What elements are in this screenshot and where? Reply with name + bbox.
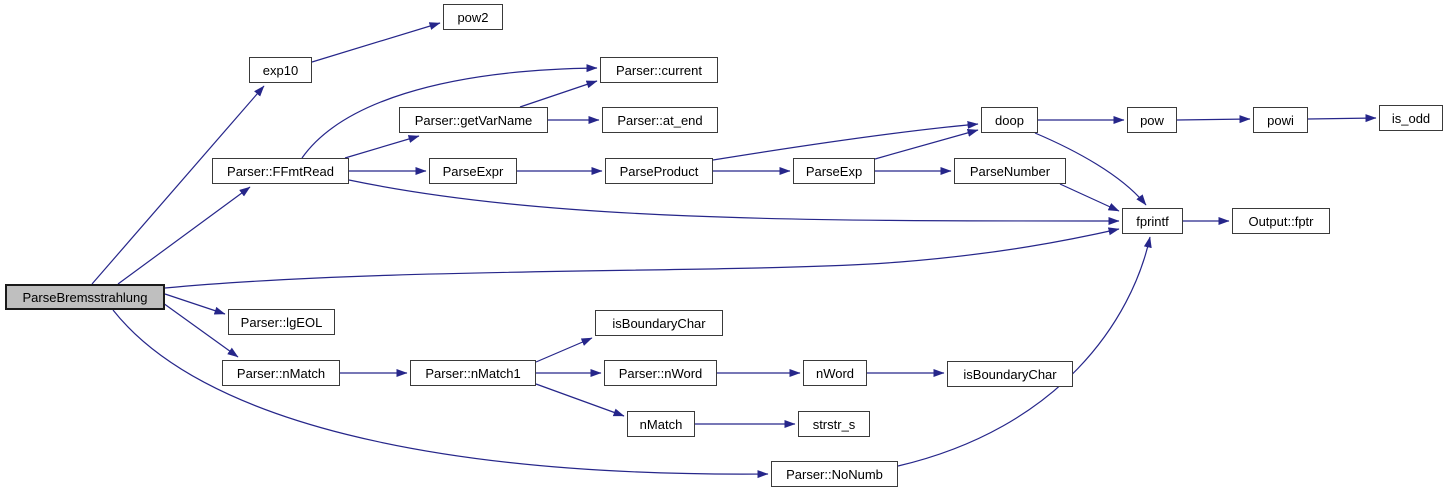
node-isboundarychar-1[interactable]: isBoundaryChar <box>595 310 723 336</box>
node-is-odd[interactable]: is_odd <box>1379 105 1443 131</box>
node-isboundarychar-2[interactable]: isBoundaryChar <box>947 361 1073 387</box>
edge-parser-ffmtread-to-parser-getvarname <box>344 135 420 159</box>
node-nword[interactable]: nWord <box>803 360 867 386</box>
edge-parser-nonumb-to-fprintf <box>897 236 1152 467</box>
edge-parsebremsstrahlung-to-parser-ffmtread <box>117 186 251 285</box>
node-pow2[interactable]: pow2 <box>443 4 503 30</box>
edge-powi-to-is-odd <box>1307 114 1377 123</box>
node-parseexp[interactable]: ParseExp <box>793 158 875 184</box>
node-parser-getvarname[interactable]: Parser::getVarName <box>399 107 548 133</box>
node-pow[interactable]: pow <box>1127 107 1177 133</box>
node-parser-lgeol[interactable]: Parser::lgEOL <box>228 309 335 335</box>
node-parseexpr[interactable]: ParseExpr <box>429 158 517 184</box>
node-parser-nmatch1[interactable]: Parser::nMatch1 <box>410 360 536 386</box>
edge-group <box>91 22 1377 479</box>
edge-parseexp-to-doop <box>874 128 979 160</box>
edge-parser-nmatch1-to-nmatch <box>535 383 625 417</box>
edge-doop-to-fprintf <box>1034 132 1147 206</box>
node-strstr-s[interactable]: strstr_s <box>798 411 870 437</box>
edge-parseproduct-to-doop <box>712 120 979 161</box>
node-parser-at-end[interactable]: Parser::at_end <box>602 107 718 133</box>
edge-parsebremsstrahlung-to-parser-nonumb <box>112 309 769 479</box>
edge-parsebremsstrahlung-to-parser-lgeol <box>164 293 226 315</box>
node-parser-nword[interactable]: Parser::nWord <box>604 360 717 386</box>
edge-parser-ffmtread-to-parser-current <box>301 64 598 159</box>
node-parser-current[interactable]: Parser::current <box>600 57 718 83</box>
edge-parsebremsstrahlung-to-fprintf <box>164 227 1120 289</box>
edge-parser-nmatch1-to-isboundarychar-1 <box>535 337 593 363</box>
edge-parsenumber-to-fprintf <box>1059 183 1120 212</box>
node-fprintf[interactable]: fprintf <box>1122 208 1183 234</box>
node-parser-ffmtread[interactable]: Parser::FFmtRead <box>212 158 349 184</box>
edge-parsebremsstrahlung-to-parser-nmatch <box>162 302 239 358</box>
node-parser-nmatch[interactable]: Parser::nMatch <box>222 360 340 386</box>
node-parseproduct[interactable]: ParseProduct <box>605 158 713 184</box>
edge-parser-getvarname-to-parser-current <box>519 80 598 108</box>
node-parsenumber[interactable]: ParseNumber <box>954 158 1066 184</box>
node-exp10[interactable]: exp10 <box>249 57 312 83</box>
edge-parser-ffmtread-to-fprintf <box>348 179 1120 226</box>
edge-parsebremsstrahlung-to-exp10 <box>91 85 265 285</box>
node-doop[interactable]: doop <box>981 107 1038 133</box>
edge-exp10-to-pow2 <box>311 22 441 63</box>
node-parsebremsstrahlung: ParseBremsstrahlung <box>5 284 165 310</box>
edge-pow-to-powi <box>1176 115 1251 124</box>
node-nmatch[interactable]: nMatch <box>627 411 695 437</box>
node-parser-nonumb[interactable]: Parser::NoNumb <box>771 461 898 487</box>
node-powi[interactable]: powi <box>1253 107 1308 133</box>
node-output-fptr[interactable]: Output::fptr <box>1232 208 1330 234</box>
